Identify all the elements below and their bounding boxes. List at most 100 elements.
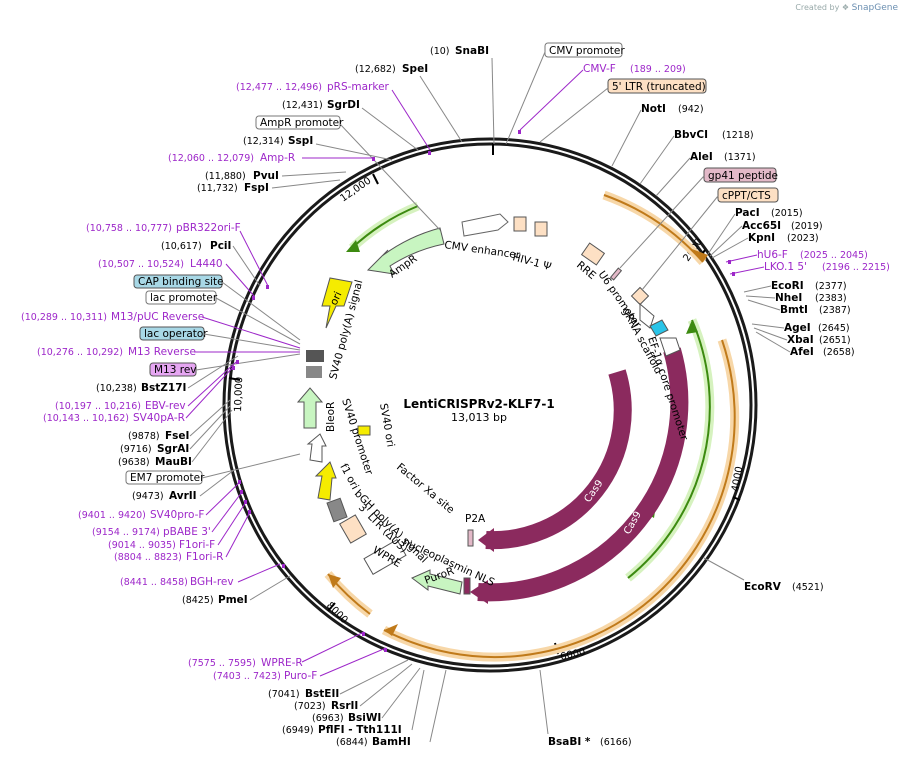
primer-m13puc: M13/pUC Reverse xyxy=(111,311,204,323)
primer-pos-ampr: (12,060 .. 12,079) xyxy=(168,153,254,164)
box-cppt-label: cPPT/CTS xyxy=(722,190,771,202)
cmv-enhancer-label: CMV enhancer xyxy=(444,239,522,262)
site-pos-xbai: (2651) xyxy=(819,335,851,346)
bleor-label: BleoR xyxy=(325,402,337,432)
primer-pos-l4440: (10,507 .. 10,524) xyxy=(98,259,184,270)
bgh-polya-block xyxy=(326,497,348,523)
site-pflfi: PflFI - Tth111I xyxy=(318,724,402,736)
f1-ori-label: f1 ori xyxy=(337,462,360,492)
box-cap-label: CAP binding site xyxy=(138,276,224,288)
wpre-block xyxy=(363,539,407,575)
primer-pos-pbr322: (10,758 .. 10,777) xyxy=(86,223,172,234)
primer-pos-f1orir: (8804 .. 8823) xyxy=(114,552,182,563)
site-bamhi: BamHI xyxy=(372,736,411,748)
site-pos-bsteii: (7041) xyxy=(268,689,300,700)
box-5ltr xyxy=(607,78,707,94)
primer-f1orif: F1ori-F xyxy=(179,539,215,551)
site-pcii: PciI xyxy=(210,240,231,252)
site-xbai: XbaI xyxy=(787,334,814,346)
primer-f1orir: F1ori-R xyxy=(186,551,223,563)
box-gp41 xyxy=(703,167,777,183)
site-pmei: PmeI xyxy=(218,594,248,606)
primer-pos-m13rev: (10,276 .. 10,292) xyxy=(37,347,123,358)
primer-sv40pa: SV40pA-R xyxy=(133,412,185,424)
puror-arrow xyxy=(411,569,463,595)
sv40-promoter-arrow xyxy=(306,433,327,463)
primer-pos-bghrev: (8441 .. 8458) xyxy=(120,577,188,588)
sv40-ori-block xyxy=(357,425,371,436)
credit-prefix: Created by xyxy=(795,3,840,12)
site-pos-bamhi: (6844) xyxy=(336,737,368,748)
site-acc65i: Acc65I xyxy=(742,220,781,232)
ef1a-promoter-arrow xyxy=(659,337,681,357)
site-kpni: KpnI xyxy=(748,232,775,244)
primer-cmvf: CMV-F xyxy=(583,63,616,75)
site-pos-snabi: (10) xyxy=(430,46,450,57)
site-pos-bsiwi: (6963) xyxy=(312,713,344,724)
rre-block xyxy=(580,242,606,266)
f1-ori-arrow xyxy=(314,461,337,501)
primer-pos-sv40pa: (10,143 .. 10,162) xyxy=(43,413,129,424)
box-lac-promoter xyxy=(145,290,217,305)
site-pos-rsrii: (7023) xyxy=(294,701,326,712)
primer-markers xyxy=(232,130,735,652)
site-paci: PacI xyxy=(735,207,760,219)
site-pos-bbvci: (1218) xyxy=(722,130,754,141)
ori-label: ori xyxy=(328,290,345,307)
cmv-enhancer-arrow xyxy=(461,213,509,237)
site-bbvci: BbvCI xyxy=(674,129,708,141)
site-pos-noti: (942) xyxy=(678,104,704,115)
box-ampr-promoter xyxy=(255,115,341,130)
primer-hu6f: hU6-F xyxy=(757,249,788,261)
site-bsteii: BstEII xyxy=(305,688,339,700)
sv40-polya-block xyxy=(306,350,324,362)
factor-xa-label: Factor Xa site xyxy=(394,461,456,516)
site-pos-ecorv: (4521) xyxy=(792,582,824,593)
primer-pos-lko15: (2196 .. 2215) xyxy=(822,262,890,273)
box-lac-operator-label: lac operator xyxy=(144,328,208,340)
box-em7-label: EM7 promoter xyxy=(130,472,205,484)
site-bsiwi: BsiWI xyxy=(348,712,381,724)
site-pos-ecori: (2377) xyxy=(815,281,847,292)
cas9-inner-arc xyxy=(485,369,632,550)
site-spei: SpeI xyxy=(402,63,428,75)
primer-wprer: WPRE-R xyxy=(261,657,303,669)
site-pos-nhei: (2383) xyxy=(815,293,847,304)
site-ecorv: EcoRV xyxy=(744,581,782,593)
primer-pos-wprer: (7575 .. 7595) xyxy=(188,658,256,669)
site-pos-pflfi: (6949) xyxy=(282,725,314,736)
site-pos-bstz17i: (10,238) xyxy=(96,383,137,394)
nls-block xyxy=(463,577,471,595)
site-pos-sgrai: (9716) xyxy=(120,444,152,455)
grna-scaffold-block xyxy=(649,319,669,337)
primer-m13rev: M13 Reverse xyxy=(128,346,196,358)
primer-lko15: LKO.1 5' xyxy=(764,261,807,273)
backbone-inner-ring xyxy=(227,142,753,668)
site-avrii: AvrII xyxy=(169,490,197,502)
primer-ampr: Amp-R xyxy=(260,152,295,164)
site-pos-fspi: (11,732) xyxy=(197,183,238,194)
site-pos-kpni: (2023) xyxy=(787,233,819,244)
primer-pos-sv40pro: (9401 .. 9420) xyxy=(78,510,146,521)
primer-pos-pbabe: (9154 .. 9174) xyxy=(92,527,160,538)
site-sgrdi: SgrDI xyxy=(327,99,360,111)
site-agei: AgeI xyxy=(784,322,811,334)
p2a-label: P2A xyxy=(465,513,486,525)
credit-brand: SnapGene xyxy=(851,3,898,13)
plasmid-length: 13,013 bp xyxy=(451,411,507,424)
ltr3-block xyxy=(339,514,367,544)
primer-pos-purof: (7403 .. 7423) xyxy=(213,671,281,682)
primer-purof: Puro-F xyxy=(284,670,317,682)
primer-pos-cmvf: (189 .. 209) xyxy=(630,64,686,75)
u6-promoter-arrow xyxy=(639,302,655,329)
hiv-psi-label: HIV-1 Ψ xyxy=(511,251,552,273)
site-afei: AfeI xyxy=(790,346,814,358)
site-pos-pvui: (11,880) xyxy=(205,171,246,182)
site-pos-maubi: (9638) xyxy=(118,457,150,468)
site-pos-fsei: (9878) xyxy=(128,431,160,442)
box-5ltr-label: 5' LTR (truncated) xyxy=(612,81,706,93)
box-cppt xyxy=(717,187,779,203)
site-pos-sspi: (12,314) xyxy=(243,136,284,147)
site-pos-avrii: (9473) xyxy=(132,491,164,502)
